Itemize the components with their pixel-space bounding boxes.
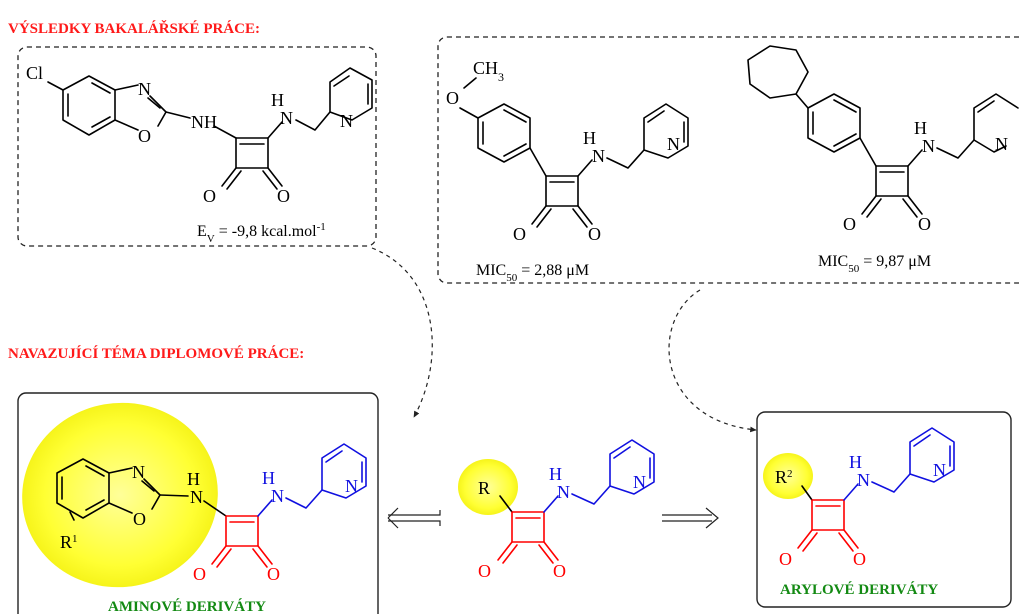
curved-arrow-to-aryl [668,289,757,433]
atom-n: N [933,460,946,480]
atom-o: O [138,126,151,146]
highlight-amino-fragment [22,402,218,588]
mic-cyclohexyl: MIC50 = 9,87 μM [818,253,931,275]
open-arrow-left [388,510,441,526]
atom-n: N [633,472,646,492]
atom-ch3: CH3 [473,58,504,84]
aryl-derivative-structure: R2 O O H N N [775,427,955,569]
cyclohexylphenyl-compound: O O H N N [747,45,1019,234]
atom-n: N [667,134,680,154]
central-generic-structure: R O O H N N [478,439,655,581]
atom-n: N [557,482,570,502]
atom-o: O [446,88,459,108]
atom-o: O [267,564,280,584]
methoxyphenyl-compound: CH3 O O O H N N [446,58,689,244]
heading-bachelor-results: VÝSLEDKY BAKALÁŘSKÉ PRÁCE: [8,20,260,37]
open-arrow-right-head [705,507,719,529]
highlight-r2-group [763,453,813,499]
bachelor-aryl-box [437,36,1019,284]
amino-derivatives-box [17,392,379,614]
atom-h: H [549,464,562,484]
atom-o: O [277,186,290,206]
atom-o: O [843,214,856,234]
atom-o: O [203,186,216,206]
atom-n: N [190,487,203,507]
atom-n: N [922,136,935,156]
atom-h: H [271,90,284,110]
atom-n: N [132,462,145,482]
open-arrow-left-head [387,507,399,529]
binding-energy: EV = -9,8 kcal.mol-1 [197,221,326,245]
atom-h: H [583,128,596,148]
atom-o: O [133,509,146,529]
atom-o: O [918,214,931,234]
amino-derivative-structure: N O R1 H N O O H N N [56,443,367,584]
atom-nh: NH [191,112,217,132]
atom-n: N [592,146,605,166]
atom-o: O [553,561,566,581]
atom-cl: Cl [26,63,43,83]
atom-r1: R1 [60,532,78,552]
bachelor-compound-box [17,46,377,247]
atom-o: O [478,561,491,581]
atom-r2: R2 [775,467,793,487]
atom-h: H [262,468,275,488]
curved-arrow-to-amino [371,247,433,418]
atom-n: N [280,108,293,128]
mic-methoxy: MIC50 = 2,88 μM [476,262,589,284]
aryl-derivatives-box [756,411,1012,608]
atom-n: N [995,134,1008,154]
atom-n: N [345,476,358,496]
atom-o: O [513,224,526,244]
amino-derivatives-label: AMINOVÉ DERIVÁTY [108,598,266,614]
open-arrow-right [662,514,712,522]
atom-h: H [849,452,862,472]
atom-o: O [193,564,206,584]
benzoxazole-compound: Cl N O NH O O H N N [26,63,373,206]
atom-h: H [187,469,200,489]
atom-h: H [914,118,927,138]
atom-n: N [138,79,151,99]
atom-o: O [853,549,866,569]
atom-o: O [779,549,792,569]
aryl-derivatives-label: ARYLOVÉ DERIVÁTY [780,581,938,598]
atom-o: O [588,224,601,244]
atom-n: N [271,486,284,506]
heading-diploma-topic: NAVAZUJÍCÍ TÉMA DIPLOMOVÉ PRÁCE: [8,345,304,362]
atom-n: N [340,111,353,131]
atom-r: R [478,478,490,498]
atom-n: N [857,470,870,490]
